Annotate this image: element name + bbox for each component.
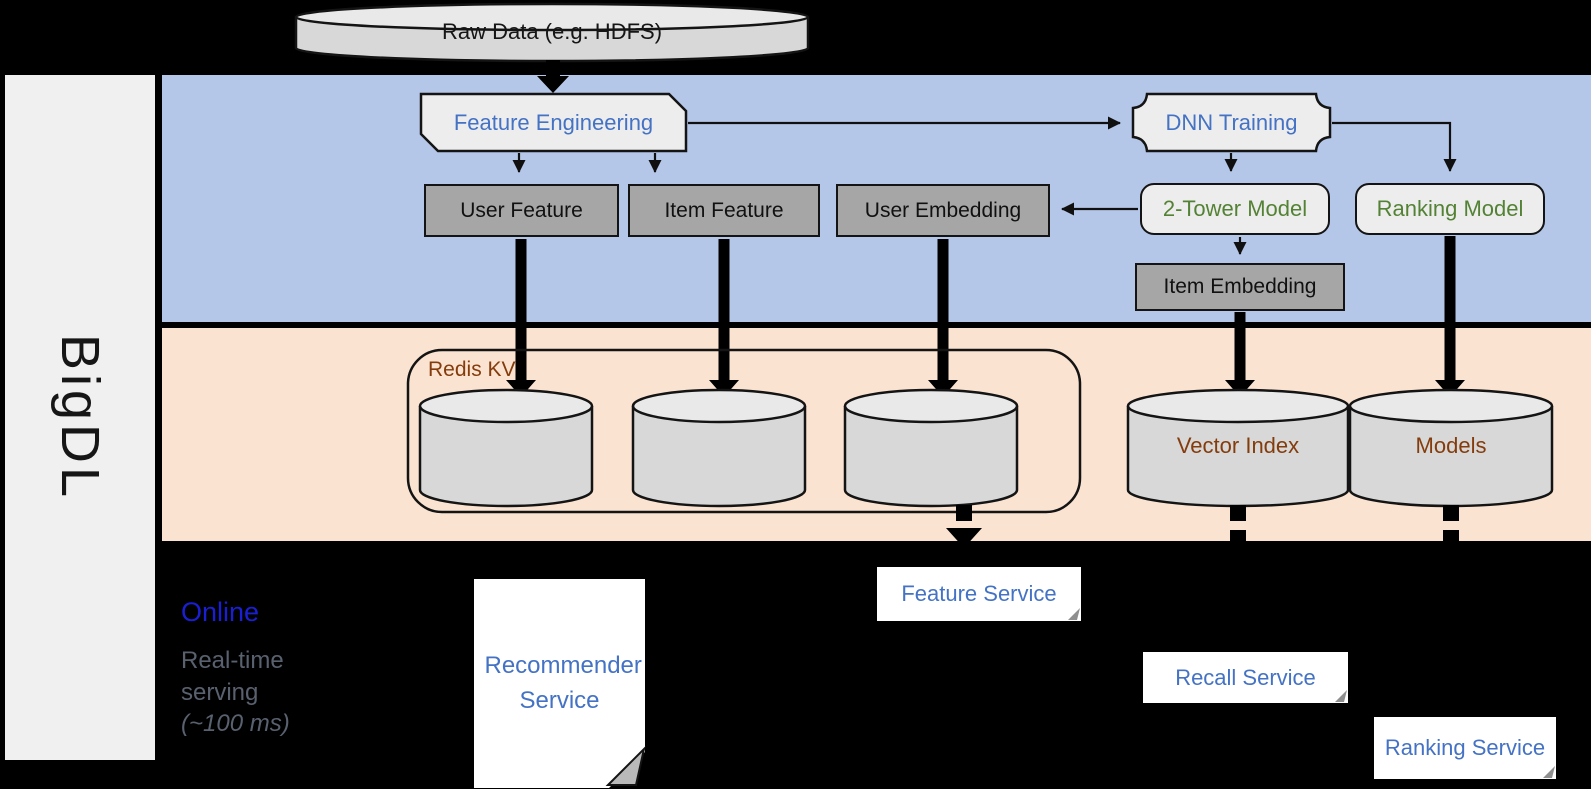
recommender-service-folded-corner — [605, 745, 646, 786]
feature-engineering-shape — [419, 92, 688, 153]
kv-cylinder-1 — [418, 388, 594, 508]
feature-service-node: Feature Service — [877, 567, 1081, 621]
ranking-service-node: Ranking Service — [1374, 717, 1556, 779]
online-title: Online — [181, 597, 260, 627]
feature-engineering-label: Feature Engineering — [453, 109, 654, 135]
recommender-service-node: Recommender Service — [474, 579, 645, 788]
online-desc: Real-time serving (~100 ms) — [181, 645, 296, 740]
recall-service-folded-corner — [1335, 690, 1347, 702]
kv-cylinder-3 — [843, 388, 1019, 508]
arrow-itemfeature-to-kv — [709, 239, 739, 397]
online-desc-text: Real-time serving — [181, 647, 284, 706]
vector-index-cylinder — [1126, 388, 1350, 508]
raw-data-cylinder — [294, 2, 810, 63]
dnn-training-shape — [1131, 92, 1332, 153]
recall-service-node: Recall Service — [1143, 652, 1348, 703]
models-cylinder — [1348, 388, 1554, 508]
user-feature-node: User Feature — [424, 184, 619, 237]
arrow-rankingmodel-to-models — [1435, 236, 1465, 397]
dashed-line-vectorindex-to-recallservice — [1230, 505, 1246, 546]
dashed-line-models-to-rankingservice — [1443, 505, 1459, 546]
redis-kv-container — [406, 348, 1082, 514]
item-embedding-node: Item Embedding — [1135, 263, 1345, 311]
two-tower-model-node: 2-Tower Model — [1140, 183, 1330, 235]
dashed-arrow-kv-to-featureservice — [946, 505, 982, 548]
arrow-userfeature-to-kv — [506, 239, 536, 397]
ranking-model-node: Ranking Model — [1355, 183, 1545, 235]
online-desc-italic: (~100 ms) — [181, 710, 290, 738]
arrow-itemembedding-to-vectorindex — [1225, 312, 1255, 397]
arrow-rawdata-to-fe — [537, 60, 569, 93]
models-label: Models — [1415, 433, 1487, 458]
feature-service-folded-corner — [1068, 608, 1080, 620]
kv-cylinder-2 — [631, 388, 807, 508]
redis-kv-label: Redis KV — [428, 358, 516, 381]
ranking-service-folded-corner — [1543, 766, 1555, 778]
arrow-userembedding-to-kv — [928, 239, 958, 397]
user-embedding-node: User Embedding — [836, 184, 1050, 237]
recommender-service-label: Recommender Service — [484, 651, 642, 714]
arrow-dnn-to-rankingmodel — [1332, 121, 1457, 172]
vector-index-label: Vector Index — [1176, 433, 1300, 458]
bigdl-label: BigDL — [50, 333, 110, 502]
raw-data-label: Raw Data (e.g. HDFS) — [441, 19, 663, 44]
dnn-training-label: DNN Training — [1165, 109, 1298, 135]
bigdl-sidebar: BigDL — [5, 75, 155, 760]
item-feature-node: Item Feature — [628, 184, 820, 237]
